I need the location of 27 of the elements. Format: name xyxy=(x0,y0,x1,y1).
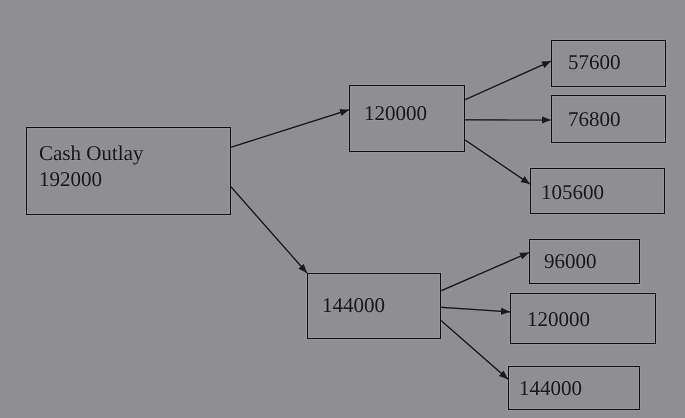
arrow xyxy=(440,306,510,315)
amount-text: 105600 xyxy=(541,179,604,205)
amount-text: 96000 xyxy=(544,248,596,274)
value-box xyxy=(26,127,231,215)
value-box xyxy=(510,293,656,344)
amount-text: 120000 xyxy=(364,100,427,126)
amount-text: 144000 xyxy=(519,375,582,401)
arrow xyxy=(464,60,552,100)
value-box xyxy=(551,40,666,87)
amount-text: 57600 xyxy=(568,49,620,75)
arrow xyxy=(230,109,350,148)
amount-text: 120000 xyxy=(527,306,590,332)
arrow xyxy=(465,116,551,124)
arrow xyxy=(440,320,508,380)
amount-text: 192000 xyxy=(39,166,102,192)
value-box xyxy=(530,168,665,214)
arrow xyxy=(464,139,530,185)
amount-text: 144000 xyxy=(322,292,385,318)
value-box xyxy=(551,95,666,143)
box-title: Cash Outlay xyxy=(39,140,144,166)
value-box xyxy=(529,239,640,284)
arrow xyxy=(230,186,308,274)
arrow xyxy=(440,252,530,292)
value-box xyxy=(508,366,640,410)
value-box xyxy=(307,273,441,339)
amount-text: 76800 xyxy=(568,106,620,132)
value-box xyxy=(349,85,465,152)
